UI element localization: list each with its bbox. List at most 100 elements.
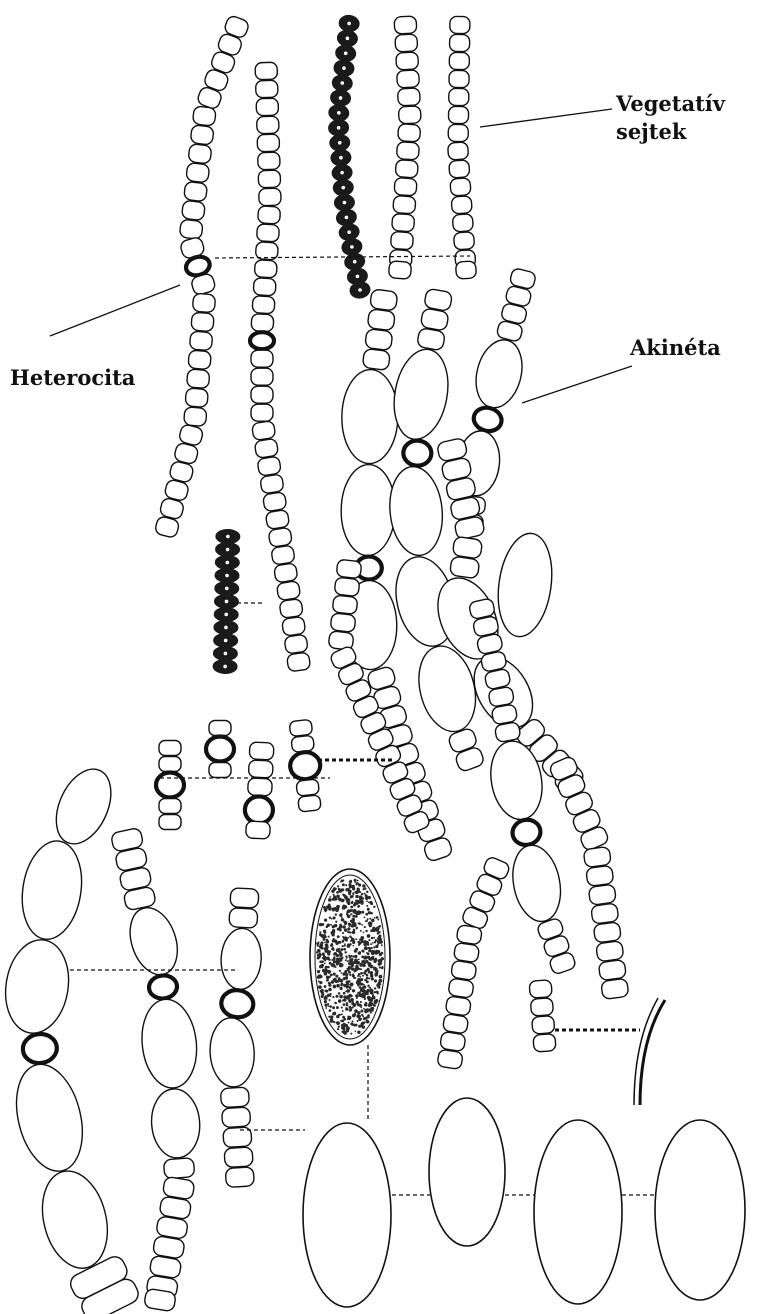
vegetative-cell [162,1176,195,1200]
stipple-dot [336,984,340,988]
stipple-dot [354,971,356,973]
dark-cell-spot [223,665,227,669]
stipple-dot [373,937,375,939]
vegetative-cell [455,261,476,279]
vegetative-cell [190,125,214,145]
vegetative-cell [454,232,475,250]
stipple-dot [375,999,379,1003]
stipple-dot [338,1026,340,1028]
vegetative-cell [450,16,470,33]
stipple-dot [359,993,363,997]
stipple-dot [325,946,328,949]
vegetative-cell [257,456,281,476]
akinete-cell [149,1087,202,1159]
stipple-dot [323,931,326,934]
vegetative-cell [248,760,273,778]
stipple-dot [366,980,369,983]
stipple-dot [321,960,324,963]
stipple-dot [319,945,322,948]
stipple-dot [368,901,370,903]
stipple-dot [320,965,322,967]
vegetative-cell [187,369,210,389]
stipple-dot [341,899,344,902]
stipple-dot [360,1007,362,1009]
stipple-dot [371,919,375,923]
stipple-dot [357,1031,361,1035]
stipple-dot [349,1007,351,1009]
vegetative-cell [268,527,292,547]
stipple-dot [359,938,362,941]
stipple-dot [330,944,333,947]
stipple-dot [360,1010,363,1013]
vegetative-cell [186,162,210,182]
stipple-dot [347,937,349,939]
fragment-3 [244,742,274,839]
akinete-cell [340,464,396,556]
stipple-dot [327,994,330,997]
leader-akinete [522,366,632,403]
stipple-dot [333,973,336,976]
vegetative-cell [448,106,468,123]
dark-cell-spot [225,587,229,591]
akinete-cell [341,369,399,464]
stipple-dot [333,956,335,958]
stipple-dot [367,969,370,972]
stipple-dot [328,898,332,902]
stipple-dot [354,879,356,881]
stipple-dot [332,926,334,928]
stipple-dot [324,972,326,974]
heterocyst-cell [403,440,432,466]
stipple-dot [357,1020,359,1022]
stipple-dot [331,959,333,961]
vegetative-cell [397,70,420,88]
stipple-dot [359,976,361,978]
vegetative-cell [254,438,278,458]
stipple-dot [336,1022,338,1024]
stipple-dot [357,985,359,987]
stipple-dot [349,909,352,912]
vegetative-cell [259,188,281,206]
stipple-dot [365,913,368,916]
stipple-dot [363,888,365,890]
vegetative-cell [448,142,469,160]
stipple-dot [352,896,354,898]
vegetative-cell [265,509,289,529]
label-vegetative-line1: Vegetatív [616,90,725,118]
stipple-dot [360,1001,362,1003]
stipple-dot [339,995,343,999]
stipple-dot [333,907,336,910]
stipple-dot [322,935,325,938]
vegetative-cell [362,348,390,370]
vegetative-cell [390,231,413,249]
stipple-dot [364,886,366,888]
stipple-dot [350,983,353,986]
vegetative-cell [159,799,181,814]
stipple-dot [357,880,359,882]
stipple-dot [338,951,341,954]
stipple-dot [366,977,369,980]
stipple-dot [342,889,344,891]
stipple-dot [335,960,338,963]
akinete-cell [122,901,186,980]
stipple-dot [366,974,369,977]
vegetative-cell [591,903,619,924]
stipple-dot [324,910,326,912]
stipple-dot [366,891,368,893]
stipple-dot [347,901,349,903]
stipple-dot [329,962,332,965]
stipple-dot [360,930,362,932]
heterocyst-cell [21,1032,58,1064]
vegetative-cell [392,213,415,231]
vegetative-cell [188,350,211,370]
stipple-dot [347,960,349,962]
vegetative-cell [289,719,313,736]
stipple-dot [340,948,343,951]
vegetative-cell [449,52,469,69]
stipple-dot [367,956,370,959]
stipple-dot [377,992,379,994]
stipple-dot [362,989,365,992]
stipple-dot [331,980,334,983]
stipple-dot [361,924,363,926]
stipple-dot [343,992,346,995]
stipple-dot [368,949,371,952]
